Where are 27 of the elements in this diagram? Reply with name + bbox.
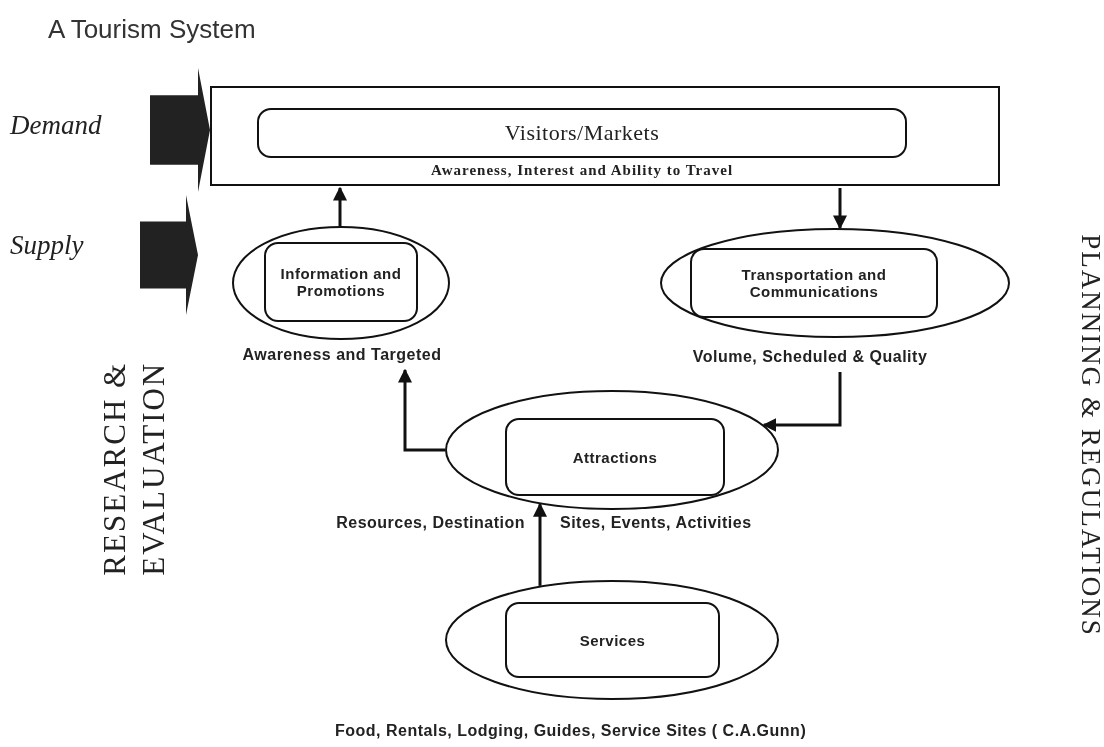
rounded-box (690, 248, 938, 318)
node-note: Resources, Destination (335, 514, 525, 532)
title: A Tourism System (48, 14, 256, 45)
node-label: Transportation and Communications (740, 266, 888, 300)
node-note: Awareness and Targeted (241, 346, 443, 364)
node-label: Visitors/Markets (503, 120, 661, 146)
side-label: RESEARCH & EVALUATION (96, 360, 172, 578)
node-label: Services (578, 631, 647, 649)
node-label: Attractions (571, 448, 659, 466)
market-panel (210, 86, 1000, 186)
rounded-box (264, 242, 418, 322)
node-note: Food, Rentals, Lodging, Guides, Service Sites ( C.A.Gunn) (335, 722, 808, 740)
side-label: PLANNING & REGULATIONS (1074, 233, 1104, 639)
box-caption: Awareness, Interest and Ability to Travel (429, 162, 735, 179)
rounded-box (257, 108, 907, 158)
arrow (762, 372, 842, 432)
arrow (333, 186, 347, 226)
node-label: Information and Promotions (279, 265, 403, 299)
arrow (398, 368, 445, 452)
row-label: Supply (10, 230, 84, 261)
rounded-box (505, 602, 720, 678)
node-note: Sites, Events, Activities (560, 514, 753, 532)
arrow (833, 188, 847, 230)
node-note: Volume, Scheduled & Quality (691, 348, 929, 366)
arrow (533, 502, 547, 586)
rounded-box (505, 418, 725, 496)
row-label: Demand (10, 110, 102, 141)
